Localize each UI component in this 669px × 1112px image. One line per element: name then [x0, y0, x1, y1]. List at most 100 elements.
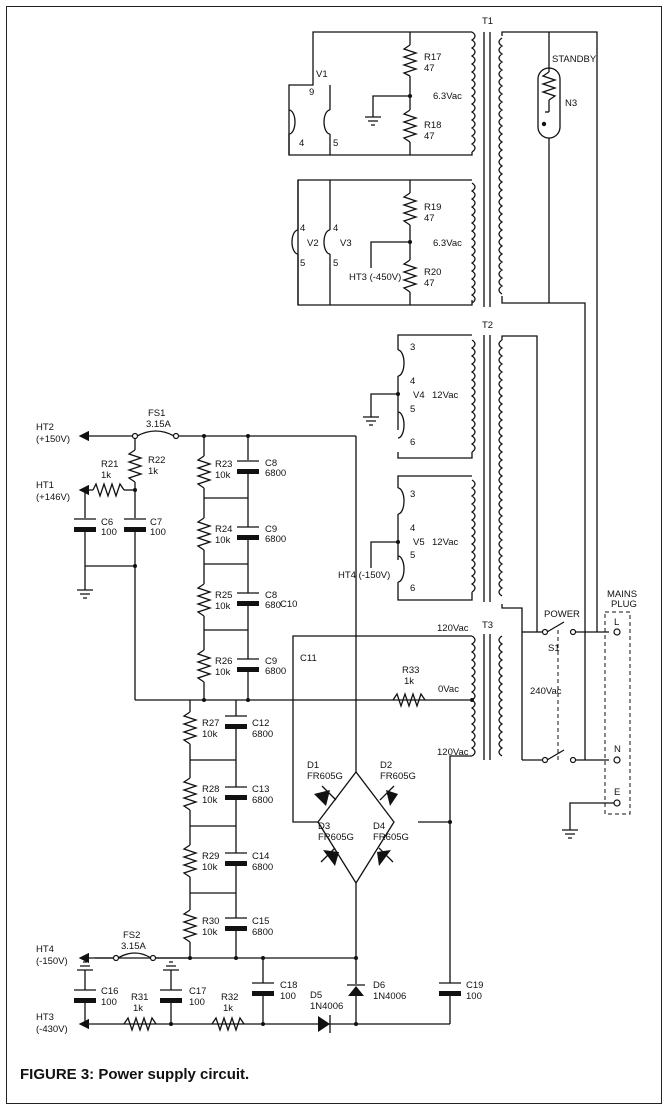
n3-label: N3 — [565, 98, 577, 109]
valve-v4-heater: 3 4 V4 5 6 12Vac — [363, 342, 458, 448]
mains-pin-e: E — [614, 787, 620, 798]
d5-value: 1N4006 — [310, 1001, 343, 1012]
capacitor-c14: C14 6800 — [225, 826, 273, 893]
capacitor-c16: C16 100 — [74, 961, 118, 1024]
c16-ref: C16 — [101, 986, 118, 997]
c8-top-value: 6800 — [265, 468, 286, 479]
t3-primary-voltage: 240Vac — [530, 686, 562, 697]
d6-value: 1N4006 — [373, 991, 406, 1002]
r21-value: 1k — [101, 470, 111, 481]
c9-mid-value: 6800 — [265, 666, 286, 677]
resistor-r23: R23 10k — [195, 455, 232, 498]
c6-ref: C6 — [101, 517, 113, 528]
c12-value: 6800 — [252, 729, 273, 740]
capacitor-c15: C15 6800 — [225, 893, 273, 958]
r26-ref: R26 — [215, 656, 232, 667]
r28-ref: R28 — [202, 784, 219, 795]
resistor-r31: R31 1k — [123, 992, 157, 1033]
ht1-value: (+146V) — [36, 492, 70, 503]
t2-secondary-2-voltage: 12Vac — [432, 537, 458, 548]
v5-pin-5: 5 — [410, 550, 415, 561]
resistor-r28: R28 10k — [181, 760, 219, 826]
bridge-rectifier: D1 FR605G D2 FR605G D3 FR605G D4 FR605G — [307, 436, 416, 958]
d2-value: FR605G — [380, 771, 416, 782]
ht2-name: HT2 — [36, 422, 54, 433]
r22-ref: R22 — [148, 455, 165, 466]
r31-value: 1k — [133, 1003, 143, 1014]
v2-pin-5: 5 — [300, 258, 305, 269]
v3-pin-4: 4 — [333, 223, 338, 234]
t3-center-voltage: 0Vac — [438, 684, 459, 695]
resistor-r33: R33 1k — [392, 665, 426, 709]
upper-divider-chain — [135, 434, 470, 701]
d2-ref: D2 — [380, 760, 392, 771]
t2-label: T2 — [482, 320, 493, 331]
r23-value: 10k — [215, 470, 231, 481]
ht4-inline-label: HT4 (-150V) — [338, 570, 390, 581]
resistor-r17: R17 47 — [401, 32, 441, 96]
r33-ref: R33 — [402, 665, 419, 676]
v1-label: V1 — [316, 69, 328, 80]
valve-v5-heater: 3 4 V5 5 6 HT4 (-150V) 12Vac — [338, 487, 458, 594]
r30-ref: R30 — [202, 916, 219, 927]
v2-pin-4: 4 — [300, 223, 305, 234]
resistor-r20: R20 47 — [401, 242, 441, 305]
v2-label: V2 — [307, 238, 319, 249]
d1-ref: D1 — [307, 760, 319, 771]
fs2-value: 3.15A — [121, 941, 146, 952]
r30-value: 10k — [202, 927, 218, 938]
c13-value: 6800 — [252, 795, 273, 806]
fs2-ref: FS2 — [123, 930, 140, 941]
r24-value: 10k — [215, 535, 231, 546]
c18-ref: C18 — [280, 980, 297, 991]
r28-value: 10k — [202, 795, 218, 806]
d3-value: FR605G — [318, 832, 354, 843]
resistor-r29: R29 10k — [181, 826, 219, 893]
resistor-r32: R32 1k — [211, 992, 245, 1033]
power-switch-s1: POWER S1 — [522, 609, 609, 764]
standby-indicator: STANDBY N3 — [537, 32, 597, 303]
r17-value: 47 — [424, 63, 435, 74]
resistor-r24: R24 10k — [195, 498, 232, 564]
r33-value: 1k — [404, 676, 414, 687]
r21-ref: R21 — [101, 459, 118, 470]
c9-top-ref: C9 — [265, 524, 277, 535]
t3-label: T3 — [482, 620, 493, 631]
v5-pin-6: 6 — [410, 583, 415, 594]
c17-ref: C17 — [189, 986, 206, 997]
r18-value: 47 — [424, 131, 435, 142]
capacitor-c7: C7 100 — [124, 517, 166, 700]
r29-ref: R29 — [202, 851, 219, 862]
c9-mid-ref: C9 — [265, 656, 277, 667]
ht4-name: HT4 — [36, 944, 54, 955]
fs1-ref: FS1 — [148, 408, 165, 419]
capacitor-c8-mid: C8 680 C10 — [237, 564, 297, 630]
v1-pin-9: 9 — [309, 87, 314, 98]
capacitor-c9-top: C9 6800 — [237, 498, 286, 564]
c7-value: 100 — [150, 527, 166, 538]
r17-ref: R17 — [424, 52, 441, 63]
c11-stray-label: C11 — [300, 653, 317, 664]
ht1-name: HT1 — [36, 480, 54, 491]
v1-pin-4: 4 — [299, 138, 304, 149]
c16-value: 100 — [101, 997, 117, 1008]
c9-top-value: 6800 — [265, 534, 286, 545]
d3-ref: D3 — [318, 821, 330, 832]
t1-secondary-1-voltage: 6.3Vac — [433, 91, 462, 102]
r19-value: 47 — [424, 213, 435, 224]
c15-ref: C15 — [252, 916, 269, 927]
v1-pin-5: 5 — [333, 138, 338, 149]
r25-value: 10k — [215, 601, 231, 612]
capacitor-c12: C12 6800 — [225, 715, 273, 760]
capacitor-c13: C13 6800 — [225, 760, 273, 826]
ht3-name: HT3 — [36, 1012, 54, 1023]
d1-value: FR605G — [307, 771, 343, 782]
c19-value: 100 — [466, 991, 482, 1002]
transformer-t2: T2 — [397, 320, 538, 760]
resistor-r27: R27 10k — [181, 711, 219, 760]
ground-v1-tap — [365, 94, 412, 126]
capacitor-c8-top: C8 6800 — [237, 458, 286, 498]
c15-value: 6800 — [252, 927, 273, 938]
c18-value: 100 — [280, 991, 296, 1002]
c6-value: 100 — [101, 527, 117, 538]
